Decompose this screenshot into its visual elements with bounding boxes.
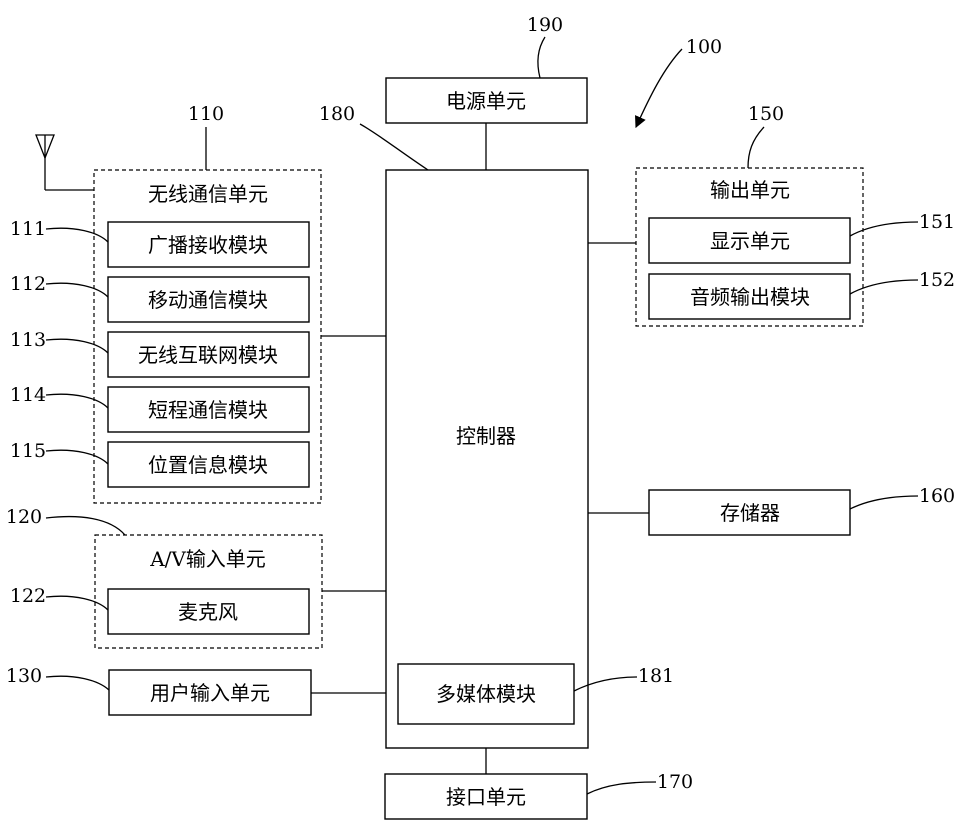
interface-unit-label: 接口单元 [446,785,526,809]
wireless-unit-label: 无线通信单元 [148,182,268,206]
mobile-communication-module-leader [46,283,108,297]
multimedia-module-label: 多媒体模块 [436,682,536,706]
user-input-unit-label: 用户输入单元 [150,681,270,705]
broadcast-receiving-module-ref: 111 [10,218,46,240]
interface-unit: 接口单元 [385,774,587,819]
location-information-module-leader [46,450,108,464]
controller-leader [360,124,428,170]
output-unit-ref: 150 [748,103,784,125]
power-unit-leader [538,37,545,78]
user-input-unit-ref: 130 [6,665,42,687]
av-input-unit-label: A/V输入单元 [149,547,266,571]
controller: 控制器 [386,170,588,748]
wireless-internet-module-label: 无线互联网模块 [138,343,278,367]
av-input-unit: A/V输入单元 麦克风 [95,535,322,648]
storage: 存储器 [649,490,850,535]
short-range-communication-module-label: 短程通信模块 [148,398,268,422]
storage-label: 存储器 [720,501,780,525]
av-input-unit-ref: 120 [6,506,42,528]
display-unit-leader [850,222,918,236]
output-unit-leader [748,127,764,168]
wireless-internet-module-ref: 113 [10,329,46,351]
storage-ref: 160 [919,485,955,507]
wireless-unit-ref: 110 [188,103,224,125]
av-input-unit-leader [46,517,125,535]
short-range-communication-module-ref: 114 [10,384,46,406]
device-ref: 100 [686,36,722,58]
output-unit: 输出单元 显示单元 音频输出模块 [636,168,863,326]
device-ref-arrow [636,49,682,127]
broadcast-receiving-module-label: 广播接收模块 [148,233,268,257]
microphone-leader [46,596,108,610]
location-information-module-label: 位置信息模块 [148,453,268,477]
microphone-label: 麦克风 [178,600,238,624]
user-input-unit-leader [46,676,109,690]
wireless-internet-module-leader [46,339,108,353]
mobile-communication-module-ref: 112 [10,273,46,295]
audio-output-module-ref: 152 [919,269,955,291]
multimedia-module-ref: 181 [638,665,674,687]
display-unit-ref: 151 [919,211,955,233]
display-unit-label: 显示单元 [710,229,790,253]
storage-leader [850,496,918,509]
power-unit-label: 电源单元 [446,89,526,113]
wireless-communication-unit: 无线通信单元 广播接收模块 移动通信模块 无线互联网模块 短程通信模块 位置信息… [94,170,321,503]
controller-ref: 180 [319,103,355,125]
short-range-communication-module-leader [46,394,108,408]
power-unit: 电源单元 [386,78,587,123]
microphone-ref: 122 [10,585,46,607]
interface-unit-leader [587,782,656,794]
audio-output-module-label: 音频输出模块 [690,285,810,309]
user-input-unit: 用户输入单元 [109,670,311,715]
broadcast-receiving-module-leader [46,228,108,242]
antenna-icon [36,135,94,190]
multimedia-module: 多媒体模块 [398,664,574,724]
audio-output-module-leader [850,280,918,294]
mobile-communication-module-label: 移动通信模块 [148,288,268,312]
output-unit-label: 输出单元 [710,178,790,202]
controller-label: 控制器 [456,424,516,448]
interface-unit-ref: 170 [657,771,693,793]
power-unit-ref: 190 [527,14,563,36]
location-information-module-ref: 115 [10,440,46,462]
